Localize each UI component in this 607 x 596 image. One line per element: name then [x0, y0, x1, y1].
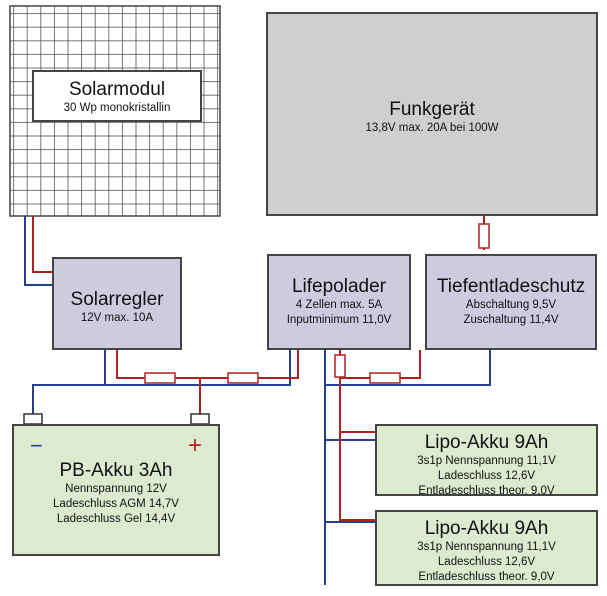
tiefentladeschutz-box: Tiefentladeschutz Abschaltung 9,5V Zusch… — [425, 254, 597, 350]
lifepolader-line-2: Inputminimum 11,0V — [286, 314, 392, 326]
solarmodul-line-1: 30 Wp monokristallin — [63, 102, 171, 114]
lipo-akku-2-line-3: Entladeschluss theor. 9,0V — [418, 571, 555, 583]
negative-wires — [24, 216, 491, 585]
pb-akku-line-2: Ladeschluss AGM 14,7V — [53, 498, 179, 510]
lipo-akku-2-line-2: Ladeschluss 12,6V — [437, 556, 536, 568]
lipo-akku-2-box: Lipo-Akku 9Ah 3s1p Nennspannung 11,1V La… — [375, 510, 598, 586]
fuse-1 — [144, 372, 176, 384]
lipo-akku-1-line-3: Entladeschluss theor. 9,0V — [418, 485, 555, 497]
fuse-4 — [369, 372, 401, 384]
fuse-5 — [478, 223, 490, 249]
funkgeraet-box: Funkgerät 13,8V max. 20A bei 100W — [266, 12, 598, 216]
lipo-akku-2-title: Lipo-Akku 9Ah — [424, 518, 549, 539]
solarregler-box: Solarregler 12V max. 10A — [52, 257, 182, 350]
fuse-2 — [227, 372, 259, 384]
tiefentladeschutz-line-2: Zuschaltung 11,4V — [463, 314, 559, 326]
lipo-akku-1-line-1: 3s1p Nennspannung 11,1V — [417, 455, 556, 467]
lipo-akku-1-title: Lipo-Akku 9Ah — [424, 432, 549, 453]
solarmodul-label-box: Solarmodul 30 Wp monokristallin — [32, 70, 202, 122]
lipo-akku-2-line-1: 3s1p Nennspannung 11,1V — [417, 541, 556, 553]
funkgeraet-line-1: 13,8V max. 20A bei 100W — [365, 122, 499, 134]
terminal-negative — [23, 413, 43, 425]
solarmodul-title: Solarmodul — [68, 79, 166, 100]
lifepolader-title: Lifepolader — [291, 276, 387, 297]
tiefentladeschutz-line-1: Abschaltung 9,5V — [465, 299, 557, 311]
solarregler-line-1: 12V max. 10A — [80, 312, 154, 324]
lifepolader-box: Lifepolader 4 Zellen max. 5A Inputminimu… — [267, 254, 411, 350]
funkgeraet-title: Funkgerät — [389, 99, 475, 120]
terminal-positive — [190, 413, 210, 425]
tiefentladeschutz-title: Tiefentladeschutz — [436, 276, 586, 297]
solarregler-title: Solarregler — [70, 289, 164, 310]
lipo-akku-1-line-2: Ladeschluss 12,6V — [437, 470, 536, 482]
pb-akku-minus-sign: − — [30, 433, 43, 458]
fuses — [144, 223, 490, 384]
lipo-akku-1-box: Lipo-Akku 9Ah 3s1p Nennspannung 11,1V La… — [375, 424, 598, 497]
fuse-3 — [334, 354, 346, 378]
pb-akku-line-3: Ladeschluss Gel 14,4V — [56, 513, 176, 525]
pb-akku-line-1: Nennspannung 12V — [65, 483, 167, 495]
pb-akku-title: PB-Akku 3Ah — [59, 460, 173, 481]
pb-akku-plus-sign: + — [187, 432, 202, 459]
pb-akku-box: − + PB-Akku 3Ah Nennspannung 12V Ladesch… — [12, 424, 220, 556]
battery-terminals — [23, 413, 210, 425]
lifepolader-line-1: 4 Zellen max. 5A — [295, 299, 383, 311]
